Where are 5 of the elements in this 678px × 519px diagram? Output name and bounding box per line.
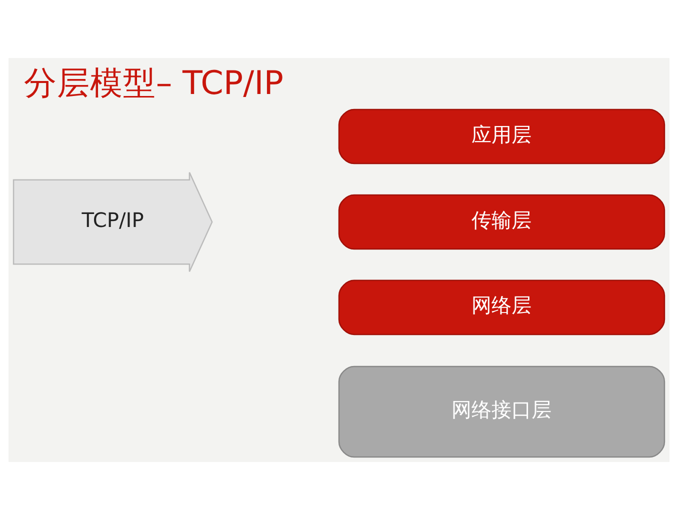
diagram-title: 分层模型– TCP/IP — [24, 64, 284, 102]
node-box: 网络接口层 — [338, 365, 666, 458]
node-box: 网络层 — [338, 279, 666, 335]
node-box: 应用层 — [338, 108, 666, 164]
node-box: 传输层 — [338, 194, 666, 250]
